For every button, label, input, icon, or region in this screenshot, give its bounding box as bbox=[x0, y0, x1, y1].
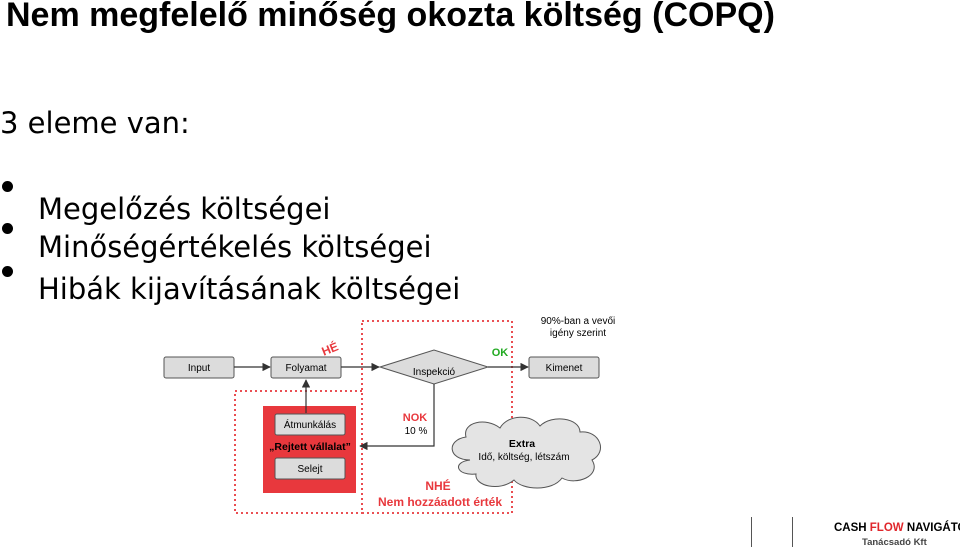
scrap-label: Selejt bbox=[297, 464, 322, 475]
arrow-nok bbox=[359, 384, 435, 451]
nhe-subtitle: Nem hozzáadott érték bbox=[378, 495, 502, 509]
he-boundary bbox=[361, 320, 513, 514]
logo-part-1: CASH bbox=[834, 522, 870, 534]
bullet-dot-1 bbox=[2, 181, 13, 192]
input-label: Input bbox=[188, 363, 210, 374]
output-label: Kimenet bbox=[546, 363, 583, 374]
bullet-item-2: Minőségértékelés költségei bbox=[38, 230, 432, 264]
nhe-label: NHÉ bbox=[425, 478, 450, 493]
extra-subtitle: Idő, költség, létszám bbox=[478, 452, 569, 463]
ok-note-line-2: igény szerint bbox=[550, 328, 606, 339]
footer-divider-2 bbox=[792, 517, 793, 547]
logo-part-3: NAVIGÁTOR bbox=[906, 522, 960, 534]
intro-text: 3 eleme van: bbox=[0, 106, 190, 140]
company-logo: CASH FLOW NAVIGÁTOR bbox=[834, 522, 960, 534]
bullet-item-3: Hibák kijavításának költségei bbox=[38, 272, 461, 306]
hidden-plant-label: „Rejtett vállalat” bbox=[269, 441, 351, 453]
output-box bbox=[528, 356, 600, 379]
process-label: Folyamat bbox=[285, 363, 326, 374]
extra-cost-cloud bbox=[451, 416, 602, 489]
bullet-dot-2 bbox=[2, 223, 13, 234]
ok-label: OK bbox=[492, 347, 509, 359]
nok-label: NOK bbox=[403, 412, 428, 424]
bullet-dot-3 bbox=[2, 266, 13, 277]
slide-title: Nem megfelelő minőség okozta költség (CO… bbox=[6, 0, 775, 34]
scrap-box bbox=[274, 457, 346, 480]
logo-part-2: FLOW bbox=[869, 522, 904, 534]
ok-note-line-1: 90%-ban a vevői bbox=[541, 316, 616, 327]
inspection-label: Inspekció bbox=[413, 367, 456, 378]
he-label: HÉ bbox=[319, 338, 340, 358]
rework-label: Átmunkálás bbox=[284, 418, 336, 431]
rework-box bbox=[274, 413, 346, 436]
extra-title: Extra bbox=[509, 438, 535, 450]
bullet-item-1: Megelőzés költségei bbox=[38, 192, 331, 226]
company-logo-subtitle: Tanácsadó Kft bbox=[862, 537, 927, 548]
footer-divider-1 bbox=[751, 517, 752, 547]
nok-percent: 10 % bbox=[405, 426, 428, 437]
